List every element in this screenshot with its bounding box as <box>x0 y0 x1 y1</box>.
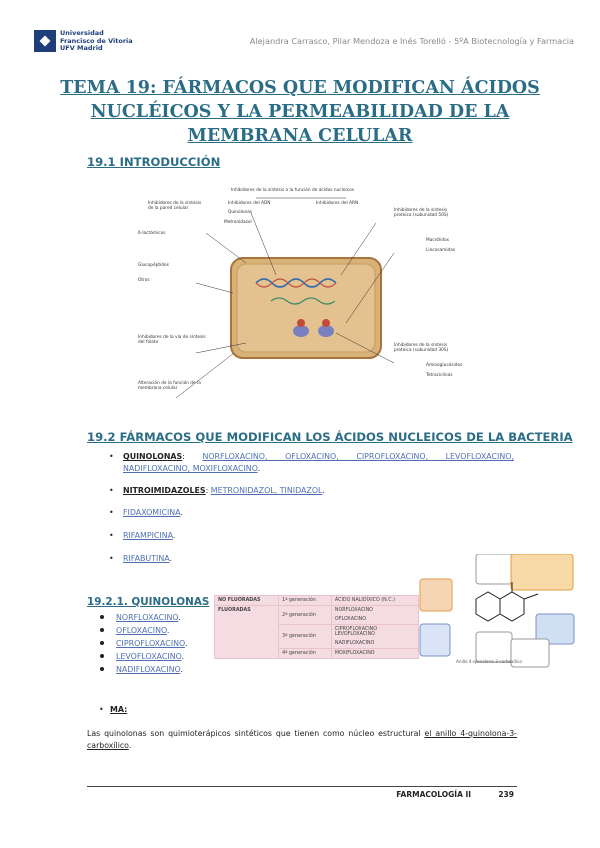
figure-label: Inhibidores de la síntesis proteica (sub… <box>394 208 449 218</box>
table-cell-line: NADIFLOXACINO <box>334 641 375 646</box>
table-cell-line: LEVOFLOXACINO <box>334 632 375 637</box>
list-item: OFLOXACINO. <box>98 624 187 637</box>
table-cell-line: OFLOXACINO <box>334 617 367 622</box>
drug-bullet-list: QUINOLONAS: NORFLOXACINO, OFLOXACINO, CI… <box>109 451 514 575</box>
table-row: 3ª generación CIPROFLOXACINO LEVOFLOXACI… <box>215 624 420 649</box>
figure-label: Alteración de la función de la membrana … <box>138 381 201 391</box>
university-logo: Universidad Francisco de Vitoria UFV Mad… <box>34 29 133 53</box>
drug-link[interactable]: FIDAXOMICINA <box>123 508 181 517</box>
drug-link[interactable]: RIFAMPICINA <box>123 531 173 540</box>
bullet-label: QUINOLONAS <box>123 452 183 461</box>
drug-link[interactable]: RIFABUTINA <box>123 554 170 563</box>
dna-strand-shape <box>255 278 337 288</box>
quinolone-generations-table: NO FLUORADAS 1ª generación ÁCIDO NALIDÍX… <box>213 595 420 659</box>
figure-label: Lincosamidas <box>426 248 456 253</box>
table-row: 4ª generación MOXIFLOXACINO <box>215 648 420 659</box>
list-item: NADIFLOXACINO. <box>98 663 187 676</box>
table-cell: 1ª generación <box>278 595 332 606</box>
quinolone-structure-figure <box>416 553 576 669</box>
list-item: FIDAXOMICINA. <box>109 507 514 519</box>
drug-link[interactable]: METRONIDAZOL, TINIDAZOL <box>210 486 323 495</box>
figure-label: Aminoglucósidos <box>426 363 463 368</box>
section-heading-drugs: 19.2 FÁRMACOS QUE MODIFICAN LOS ÁCIDOS N… <box>87 430 573 444</box>
figure-label: Glucopéptidos <box>138 263 169 268</box>
figure-label: Metronidazol <box>224 220 252 225</box>
page-header: Universidad Francisco de Vitoria UFV Mad… <box>34 24 574 64</box>
figure-label: Macrólidos <box>426 238 449 243</box>
table-cell: NORFLOXACINO OFLOXACINO <box>330 605 420 625</box>
table-row: NO FLUORADAS 1ª generación ÁCIDO NALIDÍX… <box>213 595 420 606</box>
table-cell: 2ª generación <box>278 605 332 625</box>
ma-bullet: • MA: <box>99 705 128 714</box>
figure-label: Inhibidores del ADN <box>228 201 271 206</box>
figure-label: Quinolonas <box>228 210 253 215</box>
page-number: 239 <box>498 790 514 799</box>
list-item: LEVOFLOXACINO. <box>98 650 187 663</box>
drug-link[interactable]: NORFLOXACINO, OFLOXACINO, CIPROFLOXACINO… <box>123 452 514 473</box>
drug-link[interactable]: OFLOXACINO <box>116 626 167 635</box>
logo-line: Francisco de Vitoria <box>60 36 133 45</box>
figure-label: Inhibidores de la síntesis proteica (sub… <box>394 343 449 353</box>
page-title: TEMA 19: FÁRMACOS QUE MODIFICAN ÁCIDOS N… <box>60 78 540 146</box>
footer-subject: FARMACOLOGÍA II <box>396 790 472 799</box>
list-item: RIFABUTINA. <box>109 553 514 565</box>
table-cell: NO FLUORADAS <box>213 595 280 606</box>
bacterial-cell-diagram <box>175 197 395 399</box>
table-cell: MOXIFLOXACINO <box>330 648 420 659</box>
list-item: QUINOLONAS: NORFLOXACINO, OFLOXACINO, CI… <box>109 451 514 475</box>
figure-label: Inhibidores del ARN <box>316 201 359 206</box>
table-cell: 4ª generación <box>278 648 332 659</box>
authors-text: Alejandra Carrasco, Pilar Mendoza e Inés… <box>249 36 574 46</box>
ribosome-shape <box>293 325 309 337</box>
figure-label: Inhibidores de la vía de síntesis del fo… <box>138 335 206 345</box>
chemical-structure-diagram <box>419 553 575 668</box>
drug-link[interactable]: NADIFLOXACINO <box>116 665 181 674</box>
bullet-label: NITROIMIDAZOLES <box>123 486 206 495</box>
structure-caption: Anillo 4-quinolona-3-carboxílico <box>456 659 522 664</box>
table-cell: ÁCIDO NALIDÍXICO (N.C.) <box>330 595 420 606</box>
section-heading-intro: 19.1 INTRODUCCIÓN <box>87 155 221 169</box>
paragraph-text: Las quinolonas son quimioterápicos sinté… <box>87 729 421 738</box>
figure-label: ß-lactámicos <box>138 231 166 236</box>
paragraph-highlight: el anillo 4-quinolona-3-carboxílico <box>87 729 517 750</box>
antibiotic-targets-figure: Inhibidores de la síntesis o la función … <box>136 183 466 415</box>
logo-line: Universidad <box>60 29 104 37</box>
footer-divider <box>87 786 517 787</box>
quinolone-list: NORFLOXACINO. OFLOXACINO. CIPROFLOXACINO… <box>98 611 187 676</box>
page-footer: FARMACOLOGÍA II 239 <box>396 790 514 799</box>
list-item: NORFLOXACINO. <box>98 611 187 624</box>
list-item: CIPROFLOXACINO. <box>98 637 187 650</box>
rna-strand-shape <box>270 297 336 305</box>
figure-label: Otros <box>138 278 150 283</box>
drug-link[interactable]: NORFLOXACINO <box>116 613 179 622</box>
ma-label: MA: <box>110 705 128 714</box>
logo-mark-icon <box>34 30 56 53</box>
subsection-heading-quinolonas: 19.2.1. QUINOLONAS <box>87 596 210 608</box>
figure-label: Tetraciclinas <box>426 373 453 378</box>
list-item: RIFAMPICINA. <box>109 530 514 542</box>
table-cell-line: NORFLOXACINO <box>334 608 373 613</box>
paragraph: Las quinolonas son quimioterápicos sinté… <box>87 729 517 750</box>
table-cell-line: CIPROFLOXACINO <box>334 627 378 632</box>
drug-link[interactable]: CIPROFLOXACINO <box>116 639 185 648</box>
list-item: NITROIMIDAZOLES: METRONIDAZOL, TINIDAZOL… <box>109 485 514 497</box>
table-row: FLUORADAS 2ª generación NORFLOXACINO OFL… <box>213 605 420 659</box>
bullet-dot: • <box>99 705 104 714</box>
table-cell: FLUORADAS <box>213 605 280 659</box>
table-cell: 3ª generación <box>278 624 332 649</box>
figure-title: Inhibidores de la síntesis o la función … <box>231 188 354 193</box>
logo-line: UFV Madrid <box>60 44 103 52</box>
drug-link[interactable]: LEVOFLOXACINO <box>116 652 182 661</box>
table-cell: CIPROFLOXACINO LEVOFLOXACINO NADIFLOXACI… <box>330 624 420 649</box>
figure-label: Inhibidores de la síntesis de la pared c… <box>148 201 202 211</box>
